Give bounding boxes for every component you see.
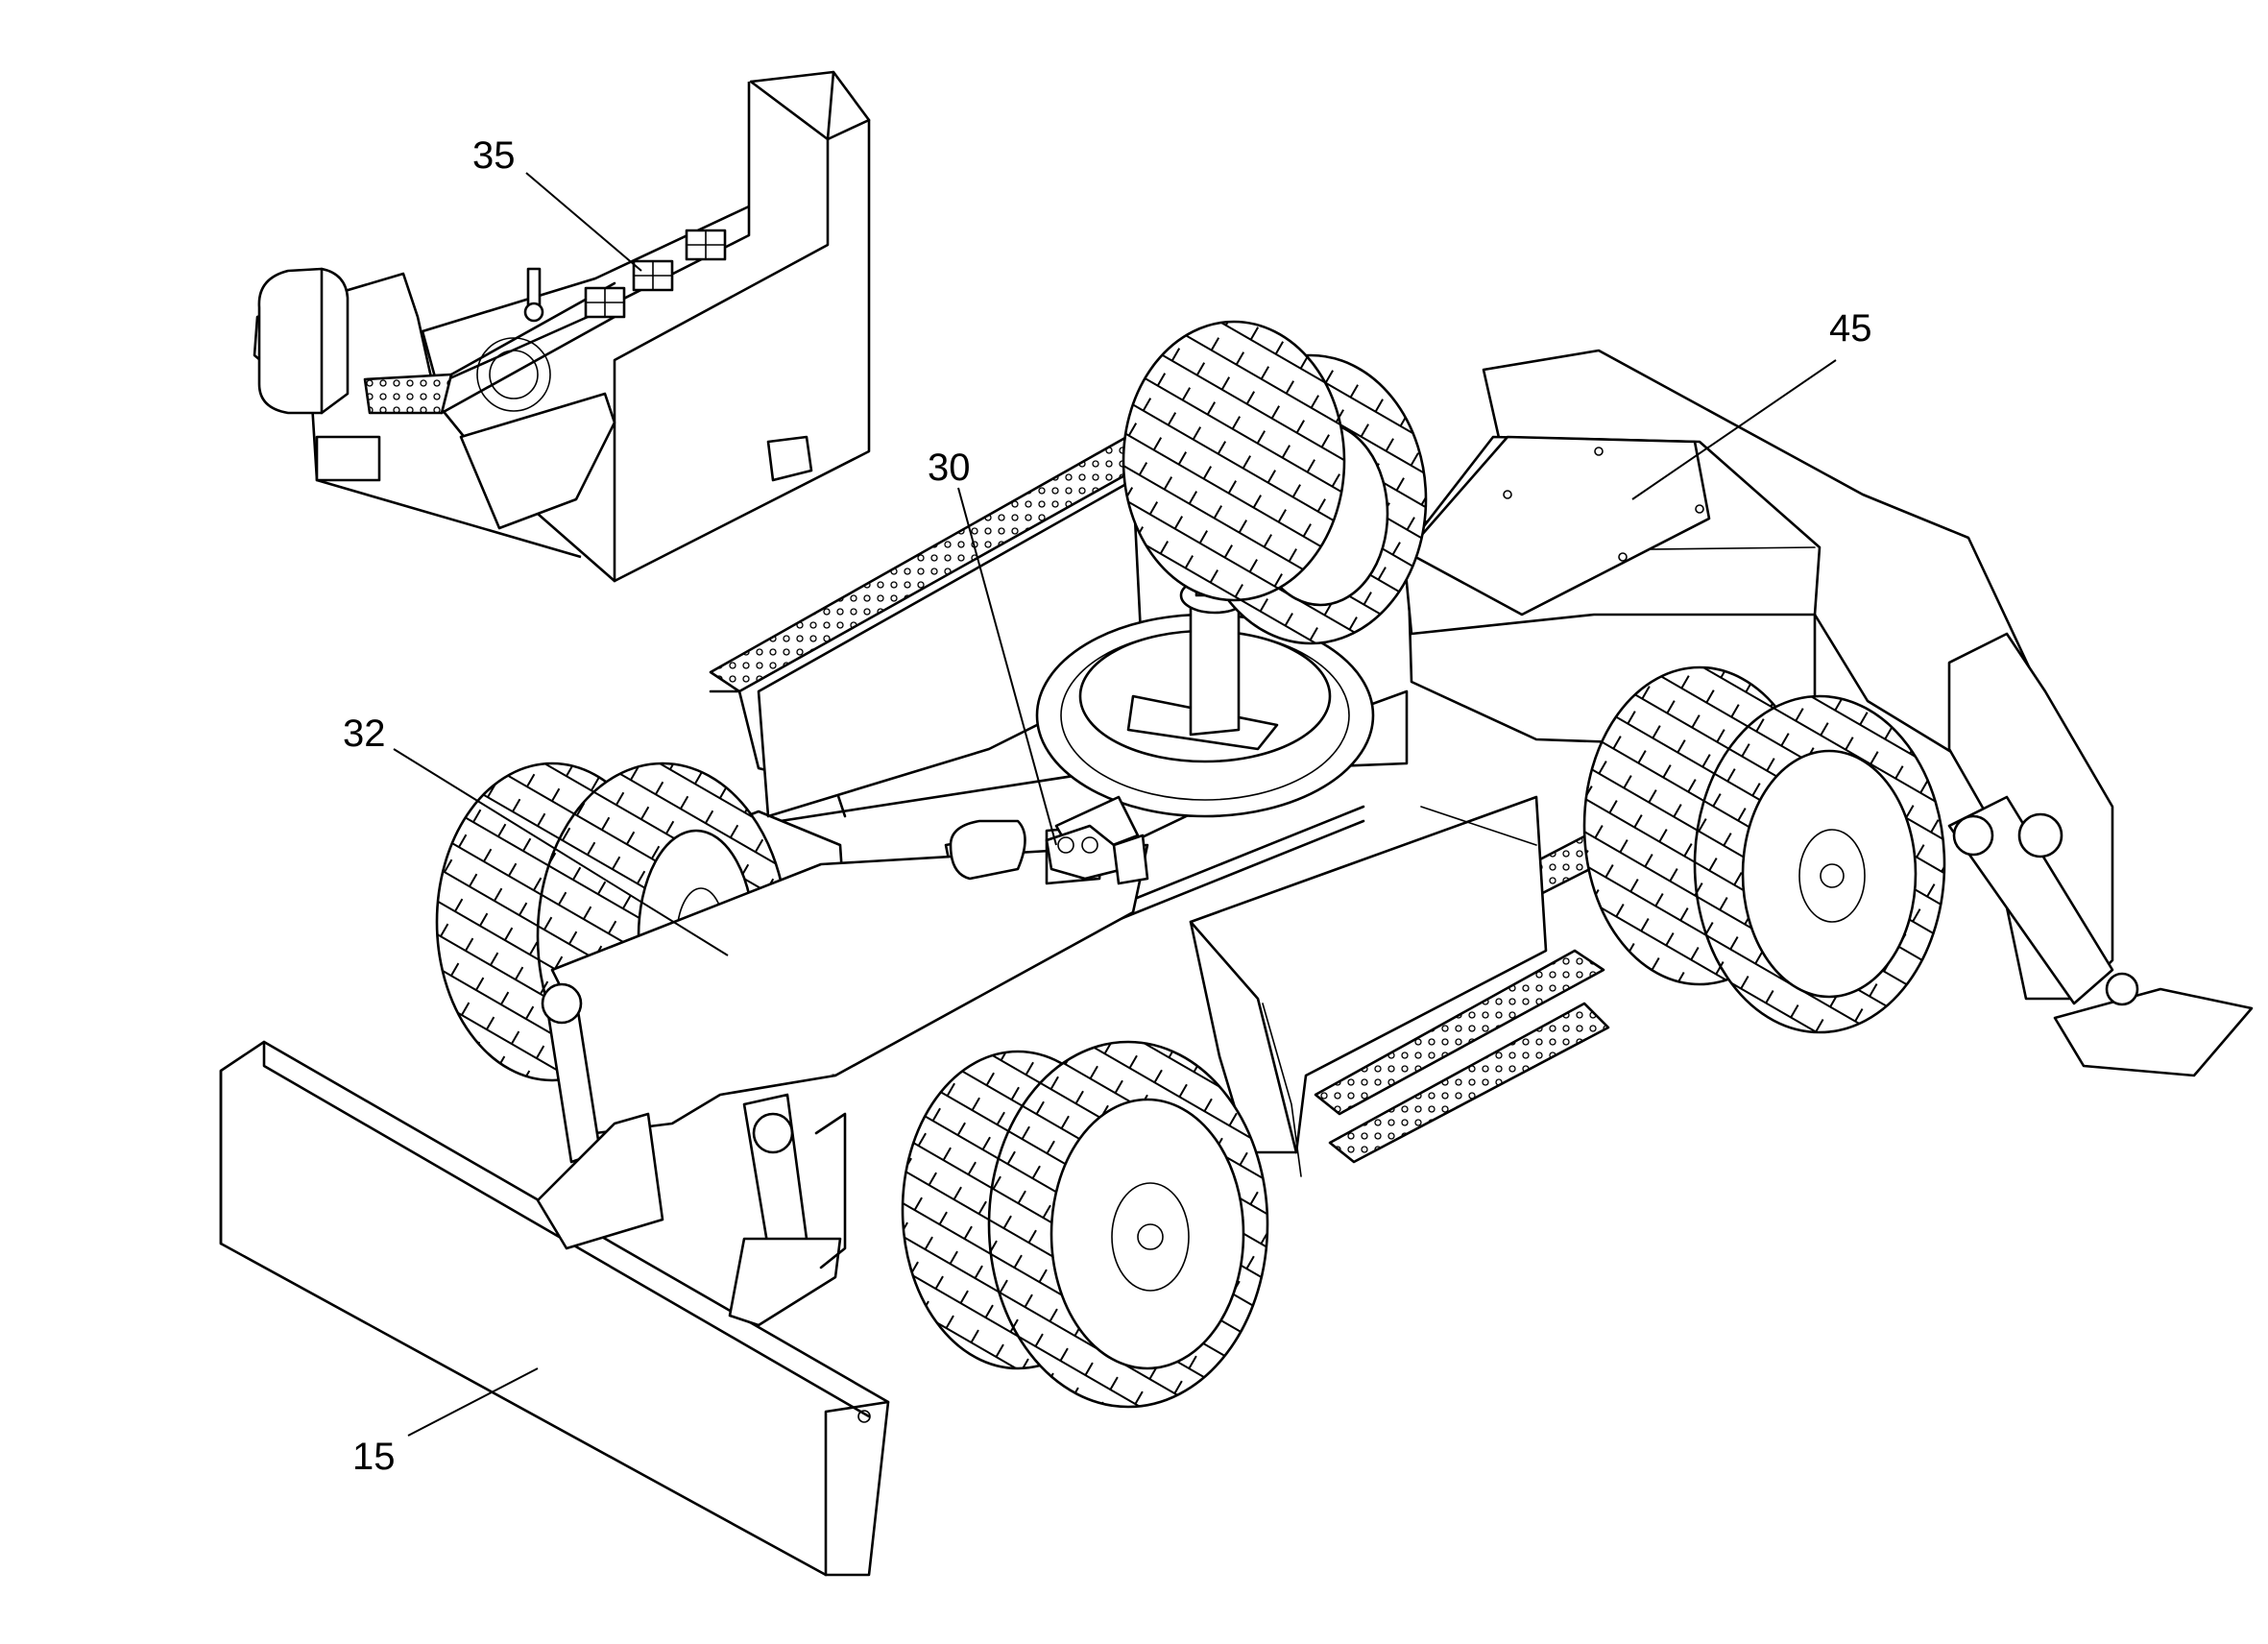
- engine-cover-plate: [1405, 435, 1711, 616]
- callout-30: 30: [928, 447, 971, 489]
- wheel-rear-right-outer: [1693, 694, 1946, 1034]
- leader-35: [525, 172, 642, 272]
- operator-console: [253, 70, 871, 583]
- wheel-rear-left-inner: [1122, 320, 1346, 602]
- console-switch-panels: [584, 229, 727, 319]
- leader-32: [393, 748, 729, 956]
- callout-32: 32: [343, 713, 386, 755]
- blade-lift-arms: [536, 982, 847, 1327]
- leader-45: [1631, 359, 1837, 500]
- callout-45: 45: [1829, 307, 1872, 350]
- hydraulic-valve-block: [1045, 824, 1149, 885]
- callout-15: 15: [352, 1436, 396, 1478]
- leader-30: [957, 487, 1057, 846]
- callout-35: 35: [472, 134, 516, 177]
- callout-labels: 35 45 30 32 15: [343, 134, 1872, 1478]
- dozer-blade: [219, 1040, 890, 1577]
- leader-lines: [393, 172, 1837, 1437]
- wheel-front-right-outer: [987, 1040, 1269, 1409]
- leader-15: [407, 1367, 539, 1437]
